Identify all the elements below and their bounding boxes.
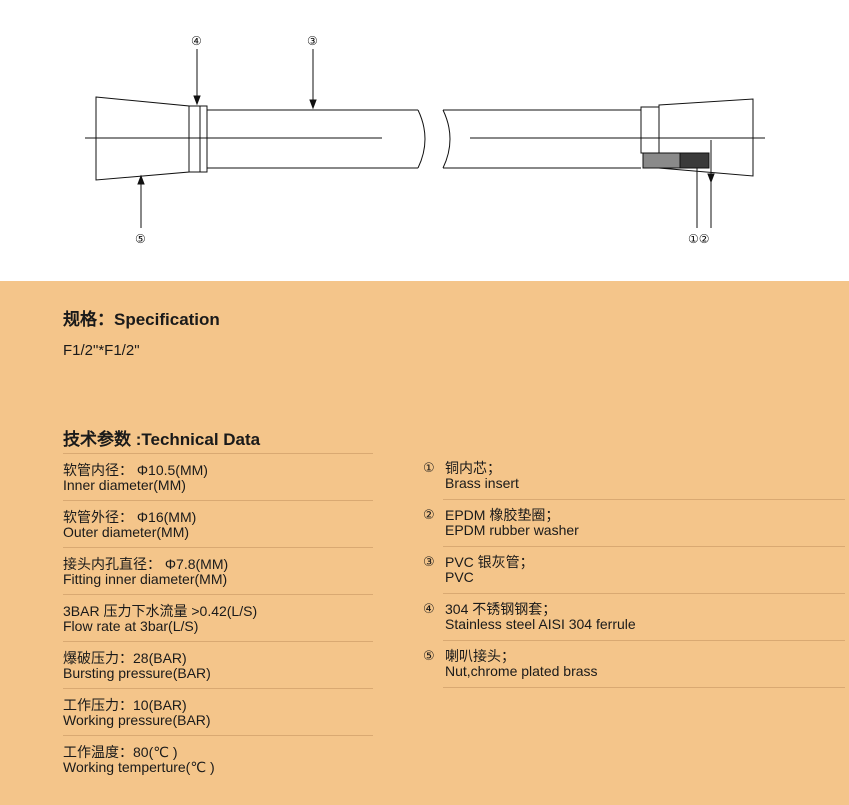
- part-item: ③ PVC 银灰管； PVC: [423, 547, 845, 594]
- hose-break-left: [417, 109, 426, 169]
- callout-3: ③: [307, 34, 318, 48]
- arrow-2: [707, 173, 715, 184]
- technical-data-heading: 技术参数 :Technical Data: [63, 430, 261, 449]
- hose-drawing-area: ④ ③ ⑤ ①②: [0, 0, 849, 281]
- parts-list: ① 铜内芯； Brass insert ② EPDM 橡胶垫圈； EPDM ru…: [423, 453, 845, 688]
- specification-value: F1/2"*F1/2": [63, 342, 140, 359]
- part-text: EPDM 橡胶垫圈； EPDM rubber washer: [445, 508, 579, 538]
- tech-row-cn: 软管内径： Φ10.5(MM): [63, 462, 208, 478]
- divider: [443, 593, 845, 594]
- part-item: ④ 304 不锈钢钢套； Stainless steel AISI 304 fe…: [423, 594, 845, 641]
- tech-row: 工作压力：10(BAR) Working pressure(BAR): [63, 688, 373, 735]
- hose-break-right: [442, 109, 451, 169]
- part-cn: 喇叭接头；: [445, 648, 515, 664]
- divider: [443, 687, 845, 688]
- part-number: ⑤: [423, 649, 435, 664]
- part-number: ①: [423, 461, 435, 476]
- tech-row: 接头内孔直径： Φ7.8(MM) Fitting inner diameter(…: [63, 547, 373, 594]
- tech-row-en: Fitting inner diameter(MM): [63, 571, 228, 587]
- part-number: ④: [423, 602, 435, 617]
- ferrule-shape: [188, 105, 208, 173]
- tech-row-cn: 爆破压力：28(BAR): [63, 650, 187, 666]
- part-en: Nut,chrome plated brass: [445, 663, 598, 679]
- tech-row-en: Working pressure(BAR): [63, 712, 211, 728]
- arrow-5: [137, 174, 145, 185]
- part-text: PVC 银灰管； PVC: [445, 555, 534, 585]
- part-cn: 铜内芯；: [445, 460, 501, 476]
- tech-row: 软管内径： Φ10.5(MM) Inner diameter(MM): [63, 453, 373, 500]
- part-text: 铜内芯； Brass insert: [445, 461, 519, 491]
- part-en: EPDM rubber washer: [445, 522, 579, 538]
- part-number: ②: [423, 508, 435, 523]
- right-nut-shape: [658, 98, 754, 177]
- part-en: Stainless steel AISI 304 ferrule: [445, 616, 636, 632]
- callout-1-2: ①②: [688, 232, 710, 246]
- part-number: ③: [423, 555, 435, 570]
- tech-row-cn: 工作压力：10(BAR): [63, 697, 187, 713]
- part-item: ① 铜内芯； Brass insert: [423, 453, 845, 500]
- specification-panel: 规格：Specification F1/2"*F1/2" 技术参数 :Techn…: [0, 281, 849, 805]
- tech-row-cn: 软管外径： Φ16(MM): [63, 509, 197, 525]
- part-en: PVC: [445, 569, 474, 585]
- arrow-4: [193, 95, 201, 106]
- part-en: Brass insert: [445, 475, 519, 491]
- part-cn: 304 不锈钢钢套；: [445, 601, 557, 617]
- part-cn: EPDM 橡胶垫圈；: [445, 507, 560, 523]
- part-cn: PVC 银灰管；: [445, 554, 534, 570]
- tech-row-en: Outer diameter(MM): [63, 524, 190, 540]
- part-text: 喇叭接头； Nut,chrome plated brass: [445, 649, 598, 679]
- tech-row: 软管外径： Φ16(MM) Outer diameter(MM): [63, 500, 373, 547]
- tech-row-cn: 接头内孔直径： Φ7.8(MM): [63, 556, 229, 572]
- divider: [443, 546, 845, 547]
- part-text: 304 不锈钢钢套； Stainless steel AISI 304 ferr…: [445, 602, 636, 632]
- tech-row-cn: 3BAR 压力下水流量 >0.42(L/S): [63, 603, 258, 619]
- tech-row-en: Inner diameter(MM): [63, 477, 186, 493]
- callout-5: ⑤: [135, 232, 146, 246]
- tech-row-cn: 工作温度：80(℃ ): [63, 744, 178, 760]
- tech-row-en: Flow rate at 3bar(L/S): [63, 618, 199, 634]
- washer-section: [679, 152, 710, 169]
- tech-row: 爆破压力：28(BAR) Bursting pressure(BAR): [63, 641, 373, 688]
- tech-row: 工作温度：80(℃ ) Working temperture(℃ ): [63, 735, 373, 782]
- hose-technical-drawing: ④ ③ ⑤ ①②: [85, 34, 765, 246]
- tech-row-en: Bursting pressure(BAR): [63, 665, 211, 681]
- divider: [443, 640, 845, 641]
- tech-row-en: Working temperture(℃ ): [63, 759, 215, 775]
- technical-data-list: 软管内径： Φ10.5(MM) Inner diameter(MM) 软管外径：…: [63, 453, 373, 782]
- divider: [443, 499, 845, 500]
- callout-4: ④: [191, 34, 202, 48]
- arrow-3: [309, 99, 317, 110]
- right-ferrule-shape: [640, 106, 660, 154]
- specification-heading: 规格：Specification: [63, 310, 220, 329]
- part-item: ⑤ 喇叭接头； Nut,chrome plated brass: [423, 641, 845, 688]
- tech-row: 3BAR 压力下水流量 >0.42(L/S) Flow rate at 3bar…: [63, 594, 373, 641]
- part-item: ② EPDM 橡胶垫圈； EPDM rubber washer: [423, 500, 845, 547]
